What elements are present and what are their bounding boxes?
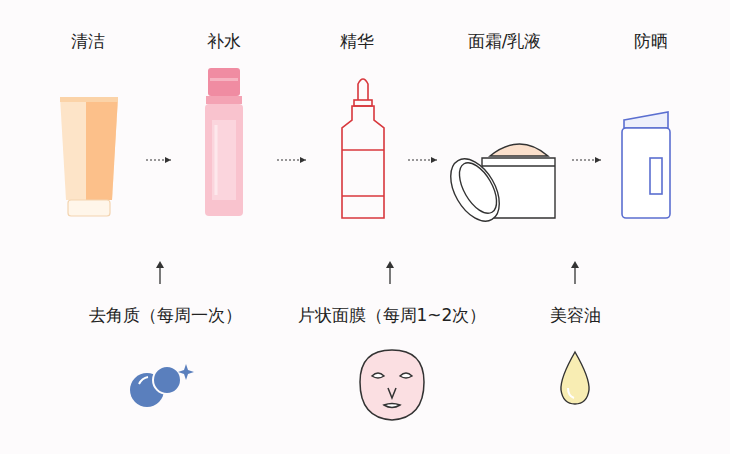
product-step: 防晒 <box>601 30 700 222</box>
step-label: 补水 <box>171 30 277 52</box>
exfoliant-icon <box>130 364 194 407</box>
addon-step: 美容油 <box>520 304 630 416</box>
step-label: 片状面膜（每周1~2次） <box>290 304 494 326</box>
toner-bottle <box>205 68 243 216</box>
up-arrow <box>156 261 579 284</box>
step-label: 去角质（每周一次） <box>70 304 260 326</box>
oil-drop-icon <box>561 352 589 404</box>
step-label: 美容油 <box>520 304 630 326</box>
flow-arrow <box>277 159 306 160</box>
step-label: 精华 <box>306 30 408 52</box>
product-step: 清洁 <box>30 30 146 222</box>
serum-dropper <box>342 79 384 218</box>
product-step: 补水 <box>171 30 277 222</box>
sheet-mask-icon <box>360 350 424 420</box>
cream-jar <box>441 144 555 229</box>
step-label: 面霜/乳液 <box>437 30 572 52</box>
product-step: 面霜/乳液 <box>437 30 572 222</box>
flow-arrow <box>146 159 171 160</box>
flow-arrow <box>408 159 437 160</box>
addon-step: 去角质（每周一次） <box>70 304 260 416</box>
step-label: 防晒 <box>601 30 700 52</box>
addon-step: 片状面膜（每周1~2次） <box>290 304 494 416</box>
sunscreen-bottle <box>622 112 670 218</box>
step-label: 清洁 <box>30 30 146 52</box>
product-step: 精华 <box>306 30 408 222</box>
cleanser-tube <box>60 97 118 216</box>
flow-arrow <box>572 159 601 160</box>
